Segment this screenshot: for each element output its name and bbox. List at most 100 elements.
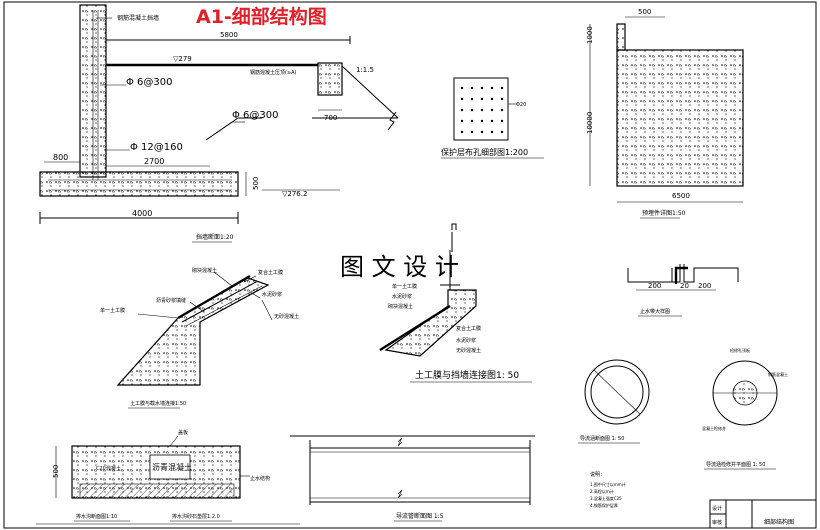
geo-label: 复合土工膜 xyxy=(456,325,481,332)
dim-4000: 4000 xyxy=(132,209,152,218)
hole-dot xyxy=(490,130,494,134)
elev-2762: ▽276.2 xyxy=(282,190,307,198)
canal-label-c: 止水结构 xyxy=(250,475,270,482)
wall-cap xyxy=(317,62,343,96)
slope-caption: 土工膜与截水墙连接1:50 xyxy=(130,400,186,407)
canal-label-a: 盖板 xyxy=(178,429,188,436)
hole-dot xyxy=(500,119,504,123)
pipe-caption: 导流管断面图 1:5 xyxy=(396,512,444,520)
hole-dot xyxy=(460,130,464,134)
canal-dim-500: 500 xyxy=(52,465,60,478)
title-block: 设计 审核 细部结构图 xyxy=(709,499,817,529)
water-stop-detail: 200 20 200 止水带大样图 xyxy=(627,264,739,317)
ws-dim-20: 20 xyxy=(680,282,689,290)
plate-dim-1000: 1000 xyxy=(586,26,594,44)
hole-dot xyxy=(490,86,494,90)
slope-label: 水泥砂浆 xyxy=(262,291,282,298)
slope-label: 无砂混凝土 xyxy=(274,313,299,320)
dim-800: 800 xyxy=(53,153,68,162)
plate-detail: 500 1000 10000 6500 预埋件详图1:50 xyxy=(586,8,744,219)
hole-dot xyxy=(500,86,504,90)
wall-footing xyxy=(39,171,239,197)
slope-label: 单一土工膜 xyxy=(100,307,125,314)
manhole-label: 混凝土检修井 xyxy=(702,425,726,431)
hole-dot xyxy=(490,108,494,112)
watermark-text: 图 文 设 计 xyxy=(340,253,459,281)
hole-dot xyxy=(490,119,494,123)
note-item: 3.混凝土强度C25 xyxy=(590,495,622,501)
plate-caption: 预埋件详图1:50 xyxy=(642,209,686,217)
hole-dot xyxy=(470,130,474,134)
rebar-label-3: Φ 12@160 xyxy=(130,142,183,153)
hole-dot xyxy=(460,108,464,112)
canal-caption-a: 排水沟断面图1:10 xyxy=(76,513,117,520)
plate-body xyxy=(616,49,744,187)
geo-caption: 土工膜与挡墙连接图1: 50 xyxy=(415,369,519,381)
hole-dot xyxy=(470,97,474,101)
wall-caption: 挡墙断面1:20 xyxy=(196,233,234,241)
note-item: 1.图中尺寸以mm计 xyxy=(590,481,626,487)
manhole-label: 钢筋混凝土 xyxy=(768,371,788,377)
ws-caption: 止水带大样图 xyxy=(640,308,670,315)
geo-label: 水泥砂浆 xyxy=(456,337,476,344)
slope-ratio: 1:1.5 xyxy=(356,66,374,74)
canal-caption-b: 排水沟砂石垫层1:2.0 xyxy=(172,513,220,520)
dim-2700: 2700 xyxy=(144,157,164,166)
hole-dot xyxy=(470,108,474,112)
ws-dim-200b: 200 xyxy=(698,282,711,290)
geo-label: 砌块混凝土 xyxy=(388,303,413,310)
culvert-caption: 导流涵断面图 1: 50 xyxy=(580,435,624,442)
wall-label: 钢筋混凝土挡墙 xyxy=(117,14,159,22)
sheet-border xyxy=(3,1,817,529)
note-item: 4.钢筋保护层厚 xyxy=(590,502,618,508)
ws-dim-200a: 200 xyxy=(648,282,661,290)
hole-note: Φ20 xyxy=(516,102,526,108)
tb-name: 细部结构图 xyxy=(764,518,794,526)
note-item: 2.高程以m计 xyxy=(590,488,614,494)
dim-5800: 5800 xyxy=(220,31,238,39)
rebar-label-2: Φ 6@300 xyxy=(232,110,279,121)
elev-279: ▽279 xyxy=(173,55,192,63)
sheet-title: A1-细部结构图 xyxy=(196,5,327,28)
tb-cell-a: 设计 xyxy=(712,505,722,512)
dim-500: 500 xyxy=(252,177,260,190)
slope-label: 复合土工膜 xyxy=(258,269,283,276)
canal-label-b: 沥青混凝土 xyxy=(152,462,192,472)
hole-dot xyxy=(500,108,504,112)
notes-title: 说明： xyxy=(590,471,605,478)
hole-dot xyxy=(460,119,464,123)
hole-dot xyxy=(500,97,504,101)
geo-label: 单一土工膜 xyxy=(392,283,417,290)
hole-dot xyxy=(460,97,464,101)
hole-caption: 保护层布孔细部图1:200 xyxy=(441,147,528,157)
canal-label-d: C20混凝土 xyxy=(96,465,121,472)
hole-dot xyxy=(480,119,484,123)
plate-dim-500: 500 xyxy=(638,8,651,16)
hole-dot xyxy=(500,130,504,134)
hole-dot xyxy=(490,97,494,101)
dim-700: 700 xyxy=(324,114,337,122)
manhole-label: 检修孔顶板 xyxy=(730,347,750,353)
pipe-section: 导流管断面图 1:5 xyxy=(290,435,535,522)
hole-dot xyxy=(480,130,484,134)
cap-callout: 钢筋混凝土压顶(≥A) xyxy=(250,69,297,76)
plate-dim-6500: 6500 xyxy=(672,192,690,200)
manhole-caption: 导流涵检修井平面图 1: 50 xyxy=(706,461,765,468)
slope-label: 沥青砂浆填缝 xyxy=(156,297,186,304)
geo-label: 水泥砂浆 xyxy=(392,293,412,300)
hole-dot xyxy=(470,86,474,90)
hole-dot xyxy=(460,86,464,90)
hole-dot xyxy=(480,108,484,112)
hole-detail: Φ20 保护层布孔细部图1:200 xyxy=(441,77,544,159)
tb-cell-b: 审核 xyxy=(712,519,722,526)
geo-label: 无砂混凝土 xyxy=(456,347,481,354)
rebar-label-1: Φ 6@300 xyxy=(126,77,173,88)
hole-dot xyxy=(480,86,484,90)
plate-dim-10000: 10000 xyxy=(586,112,594,134)
slope-label: 砌块混凝土 xyxy=(192,267,217,274)
